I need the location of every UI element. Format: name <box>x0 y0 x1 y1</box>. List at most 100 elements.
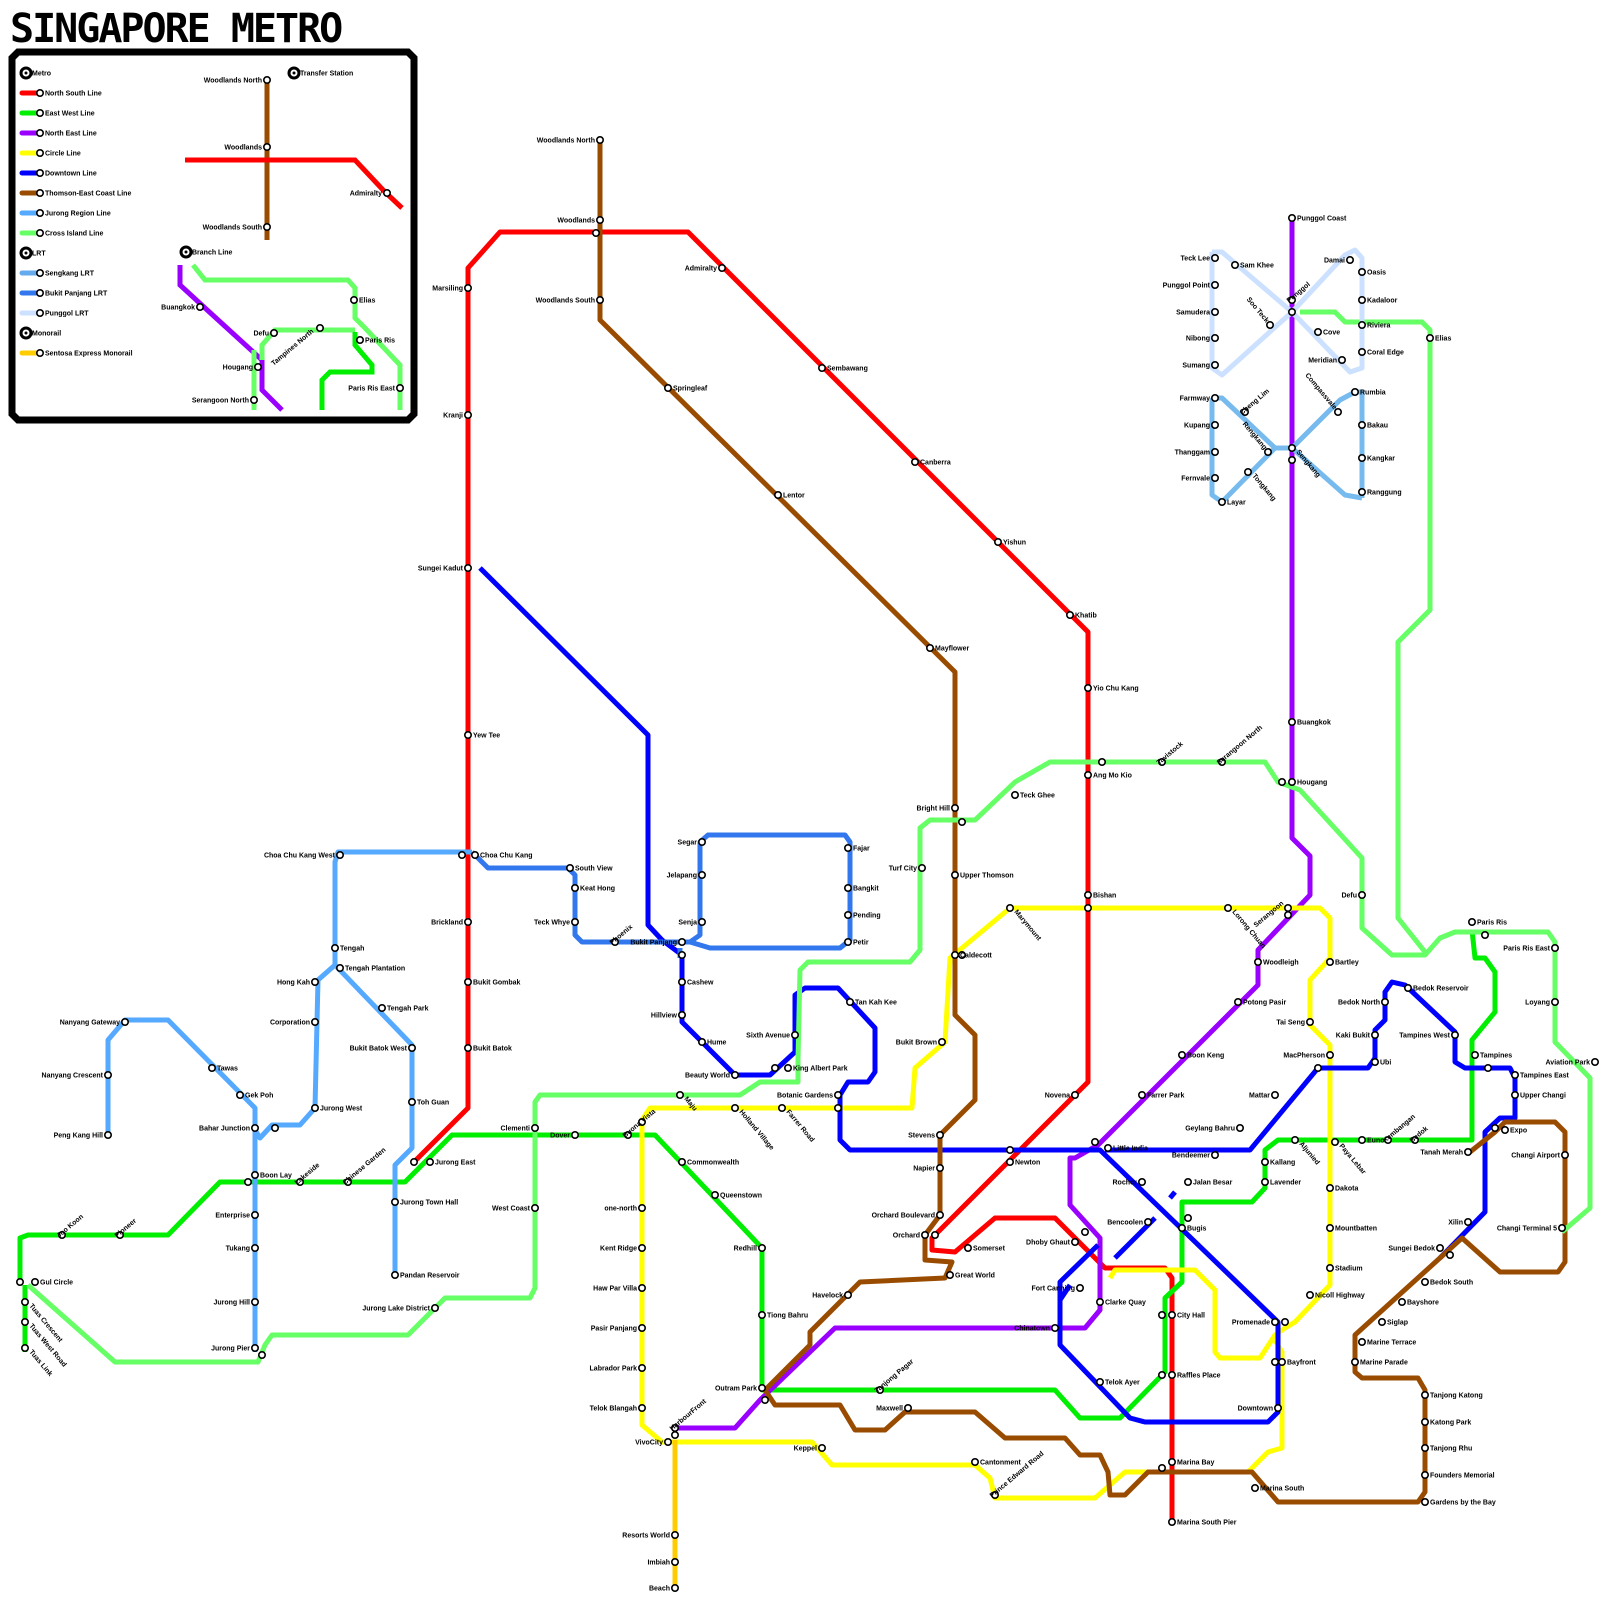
station-oasis[interactable]: Oasis <box>1358 267 1386 277</box>
station-prince-edward-road[interactable]: Prince Edward Road <box>989 1450 1046 1499</box>
station-beauty-world[interactable]: Beauty World <box>685 1071 739 1080</box>
station-rochor[interactable]: Rochor <box>1113 1178 1147 1187</box>
station-yew-tee[interactable]: Yew Tee <box>463 730 500 740</box>
station-havelock[interactable]: Havelock <box>812 1291 852 1300</box>
station-xilin[interactable]: Xilin <box>1448 1218 1473 1227</box>
station-cheng-lim[interactable]: Cheng Lim <box>1239 388 1271 417</box>
station-woodlands-north[interactable]: Woodlands North <box>537 136 604 145</box>
station-segar[interactable]: Segar <box>678 837 706 847</box>
station-cashew[interactable]: Cashew <box>677 977 714 987</box>
station-springleaf[interactable]: Springleaf <box>663 383 708 393</box>
station-bukit-batok[interactable]: Bukit Batok <box>463 1044 512 1053</box>
station-jelapang[interactable]: Jelapang <box>667 870 706 880</box>
station-marsiling[interactable]: Marsiling <box>432 283 472 293</box>
station-tampines-east[interactable]: Tampines East <box>1484 1064 1570 1080</box>
station-bartley[interactable]: Bartley <box>1326 957 1359 967</box>
station-fernvale[interactable]: Fernvale <box>1181 473 1220 483</box>
station-pending[interactable]: Pending <box>843 910 881 920</box>
station-telok-ayer[interactable]: Telok Ayer <box>1096 1378 1140 1387</box>
station-soo-teck[interactable]: Soo Teck <box>1245 296 1275 329</box>
station-nibong[interactable]: Nibong <box>1186 333 1220 343</box>
station-tai-seng[interactable]: Tai Seng <box>1276 1017 1315 1027</box>
station-boon-keng[interactable]: Boon Keng <box>1178 1051 1225 1060</box>
station-newton[interactable]: Newton <box>1005 1146 1040 1167</box>
station-bukit-panjang[interactable]: Bukit Panjang <box>630 937 686 959</box>
station-bukit-gombak[interactable]: Bukit Gombak <box>463 977 521 987</box>
station-corporation[interactable]: Corporation <box>270 1017 319 1027</box>
station-king-albert-park[interactable]: King Albert Park <box>770 1064 848 1073</box>
station-raffles-place[interactable]: Raffles Place <box>1158 1371 1221 1380</box>
station-somerset[interactable]: Somerset <box>963 1244 1006 1253</box>
station-farrer-road[interactable]: Farrer Road <box>777 1104 816 1144</box>
station-sungei-kadut[interactable]: Sungei Kadut <box>418 563 472 573</box>
station-chinatown[interactable]: Chinatown <box>1014 1324 1060 1333</box>
station-bayfront[interactable]: Bayfront <box>1271 1358 1317 1367</box>
station-teck-ghee[interactable]: Teck Ghee <box>1010 790 1055 800</box>
station-defu[interactable]: Defu <box>1341 890 1367 900</box>
station-expo[interactable]: Expo <box>1491 1124 1527 1135</box>
station-ang-mo-kio[interactable]: Ang Mo Kio <box>1084 757 1132 780</box>
station-paris-ris[interactable]: Paris Ris <box>1468 917 1507 939</box>
station-tan-kah-kee[interactable]: Tan Kah Kee <box>845 997 897 1007</box>
station-yio-chu-kang[interactable]: Yio Chu Kang <box>1084 683 1139 693</box>
station-marina-bay[interactable]: Marina Bay <box>1158 1458 1215 1473</box>
station-ubi[interactable]: Ubi <box>1314 1058 1392 1073</box>
station-buangkok[interactable]: Buangkok <box>1288 717 1331 727</box>
station-paya-lebar[interactable]: Paya Lebar <box>1331 1138 1367 1176</box>
station-tongkang[interactable]: Tongkang <box>1244 467 1277 503</box>
station-one-north[interactable]: one-north <box>604 1204 646 1213</box>
station-lorong-chuan[interactable]: Lorong Chuan <box>1224 903 1267 950</box>
station-hougang[interactable]: Hougang <box>1278 777 1328 787</box>
station-nicoll-highway[interactable]: Nicoll Highway <box>1306 1291 1365 1300</box>
station-upper-thomson[interactable]: Upper Thomson <box>950 870 1014 880</box>
station-macpherson[interactable]: MacPherson <box>1283 1051 1335 1060</box>
station-marina-south-pier[interactable]: Marina South Pier <box>1168 1518 1237 1527</box>
station-tengah[interactable]: Tengah <box>330 943 365 953</box>
station-layar[interactable]: Layar <box>1218 497 1246 507</box>
station-queenstown[interactable]: Queenstown <box>710 1191 762 1200</box>
station-mountbatten[interactable]: Mountbatten <box>1326 1224 1377 1233</box>
station-tanjong-katong[interactable]: Tanjong Katong <box>1421 1391 1483 1400</box>
station-woodlands[interactable]: Woodlands <box>557 216 604 238</box>
station-kallang[interactable]: Kallang <box>1261 1158 1295 1167</box>
station-clarke-quay[interactable]: Clarke Quay <box>1096 1298 1146 1307</box>
station-bedok-reservoir[interactable]: Bedok Reservoir <box>1404 983 1469 993</box>
station-stadium[interactable]: Stadium <box>1326 1264 1363 1273</box>
station-hong-kah[interactable]: Hong Kah <box>277 977 319 987</box>
station-holland-village[interactable]: Holland Village <box>730 1104 775 1152</box>
station-bedok-south[interactable]: Bedok South <box>1421 1278 1473 1287</box>
station-woodleigh[interactable]: Woodleigh <box>1254 957 1299 967</box>
station-pandan-reservoir[interactable]: Pandan Reservoir <box>390 1271 460 1280</box>
station-riviera[interactable]: Riviera <box>1358 320 1391 330</box>
station-tampines-west[interactable]: Tampines West <box>1399 1031 1460 1040</box>
station-changi-airport[interactable]: Changi Airport <box>1511 1151 1570 1160</box>
station-toh-guan[interactable]: Toh Guan <box>407 1098 449 1107</box>
station-serangoon[interactable]: Serangoon <box>1253 900 1293 929</box>
station-bugis[interactable]: Bugis <box>1178 1214 1207 1233</box>
station-bangkit[interactable]: Bangkit <box>843 883 880 893</box>
station-kangkar[interactable]: Kangkar <box>1358 453 1395 463</box>
station-katong-park[interactable]: Katong Park <box>1421 1418 1472 1427</box>
station-jurong-pier[interactable]: Jurong Pier <box>211 1344 266 1360</box>
station-woodlands-south[interactable]: Woodlands South <box>536 295 604 305</box>
station-marina-south[interactable]: Marina South <box>1251 1484 1305 1493</box>
station-maxwell[interactable]: Maxwell <box>876 1404 912 1413</box>
station-orchard[interactable]: Orchard <box>893 1231 939 1240</box>
station-samudera[interactable]: Samudera <box>1176 307 1220 317</box>
station-clementi[interactable]: Clementi <box>500 1124 539 1133</box>
station-promenade[interactable]: Promenade <box>1232 1318 1290 1327</box>
station-teck-whye[interactable]: Teck Whye <box>534 917 579 927</box>
station-gardens-by-the-bay[interactable]: Gardens by the Bay <box>1421 1498 1496 1507</box>
station-damai[interactable]: Damai <box>1324 255 1355 265</box>
station-orchard-boulevard[interactable]: Orchard Boulevard <box>872 1211 944 1220</box>
station-jurong-town-hall[interactable]: Jurong Town Hall <box>390 1198 458 1207</box>
station-botanic-gardens[interactable]: Botanic Gardens <box>777 1091 842 1113</box>
station-kent-ridge[interactable]: Kent Ridge <box>600 1244 646 1253</box>
station-paris-ris-east[interactable]: Paris Ris East <box>1503 943 1560 953</box>
station-downtown[interactable]: Downtown <box>1238 1404 1283 1413</box>
station-south-view[interactable]: South View <box>565 863 613 873</box>
station-haw-par-villa[interactable]: Haw Par Villa <box>593 1284 646 1293</box>
station-tanjong-rhu[interactable]: Tanjong Rhu <box>1421 1444 1472 1453</box>
station-mayflower[interactable]: Mayflower <box>925 643 970 653</box>
station-imbiah[interactable]: Imbiah <box>647 1558 679 1567</box>
